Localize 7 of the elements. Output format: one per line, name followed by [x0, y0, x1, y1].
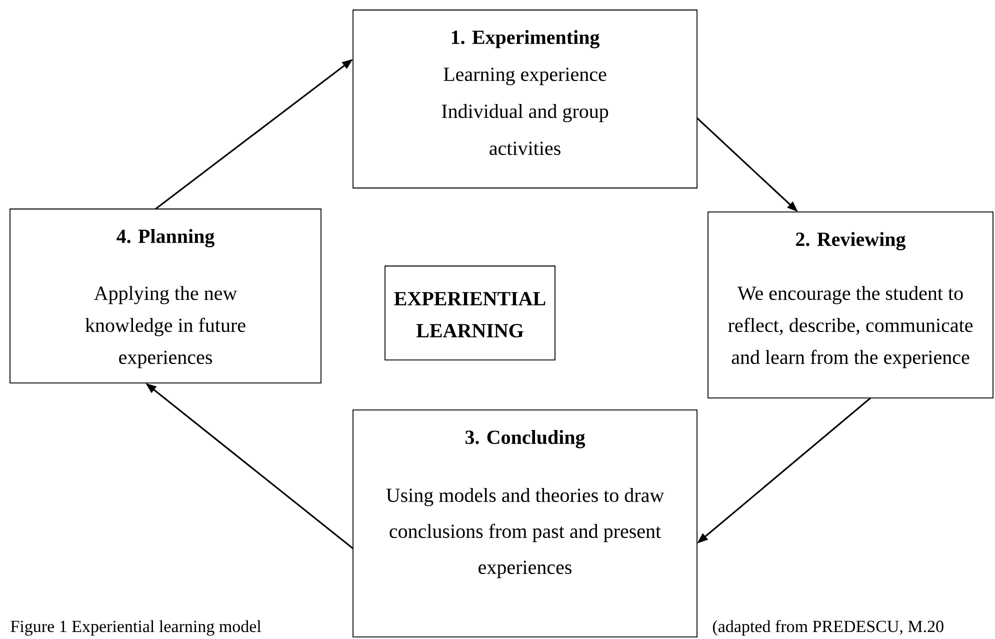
source-note: (adapted from PREDESCU, M.20	[712, 620, 944, 636]
caption: Figure 1 Experiential learning model	[10, 620, 262, 636]
stage-box: 3. Concluding Using models and theories to draw conclusions from past and present experiences	[352, 410, 698, 638]
stage-box: 1. Experimenting Learning experience Individual and group activities	[352, 10, 698, 188]
stage-box: 4. Planning Applying the new knowledge in future experiences	[10, 208, 322, 384]
center-box: EXPERIENTIAL LEARNING	[384, 266, 556, 360]
stage-box: 2. Reviewing We encourage the student to reflect, describe, communicate and learn from the experience	[708, 212, 994, 398]
